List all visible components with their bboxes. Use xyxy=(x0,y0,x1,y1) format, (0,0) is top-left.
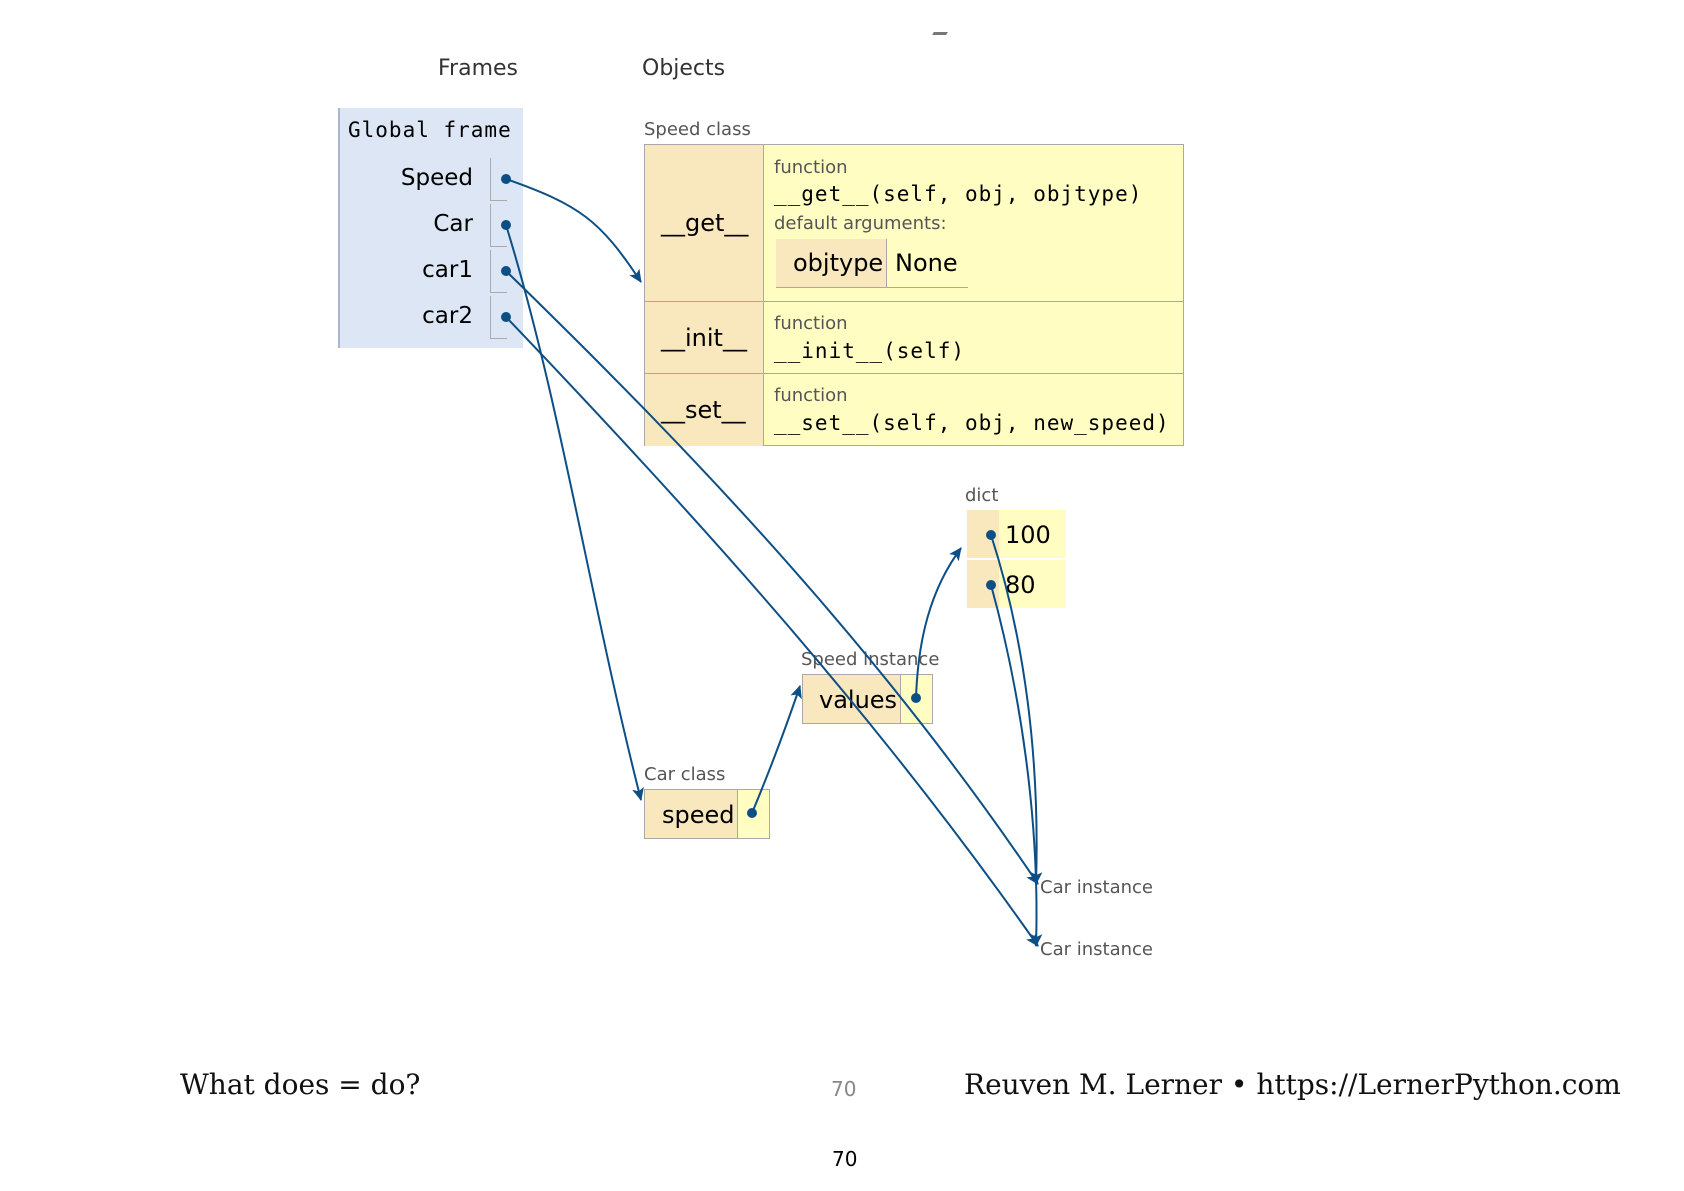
speed-class-label: Speed class xyxy=(644,119,751,140)
objects-header: Objects xyxy=(642,56,726,81)
pointer-dot-values xyxy=(911,693,921,703)
get-method-name: __get__ xyxy=(661,209,749,237)
var-car2: car2 xyxy=(422,303,473,329)
arrow-car1-to-car-instance-1 xyxy=(505,270,1039,885)
pointer-dot-car xyxy=(501,220,511,230)
footer-author: Reuven M. Lerner • https://LernerPython.… xyxy=(964,1068,1621,1101)
arrow-speed-attr-to-speed-instance xyxy=(751,685,802,814)
arrow-car-to-car-class xyxy=(505,224,644,801)
default-value: None xyxy=(895,249,958,277)
dict-value-2: 80 xyxy=(1005,571,1036,599)
arrow-values-to-dict xyxy=(915,547,962,699)
global-frame-title: Global frame xyxy=(348,118,512,142)
speed-instance-box: values xyxy=(802,674,933,724)
set-key-cell xyxy=(645,374,764,446)
set-signature: __set__(self, obj, new_speed) xyxy=(774,411,1170,435)
init-method-name: __init__ xyxy=(661,324,747,352)
set-type: function xyxy=(774,385,848,406)
var-speed-slot xyxy=(490,158,507,201)
var-car2-slot xyxy=(490,296,507,339)
set-method-name: __set__ xyxy=(661,396,746,424)
pointer-dot-80 xyxy=(986,580,996,590)
pointer-dot-car1 xyxy=(501,266,511,276)
dict-label: dict xyxy=(965,485,999,506)
init-row: __init__ function __init__(self) xyxy=(645,301,1183,374)
pointer-dot-speed xyxy=(501,174,511,184)
dict-val-cell-1 xyxy=(999,510,1066,558)
var-car1: car1 xyxy=(422,257,473,283)
arrow-80-to-car-instance xyxy=(990,584,1043,947)
global-frame xyxy=(338,108,523,348)
init-key-cell xyxy=(645,302,764,374)
arrow-100-to-car-instance xyxy=(990,534,1043,885)
get-type: function xyxy=(774,157,848,178)
page-number: 70 xyxy=(832,1147,858,1171)
var-speed: Speed xyxy=(400,165,473,191)
arrow-speed-to-speed-class xyxy=(505,178,642,283)
var-car: Car xyxy=(433,211,473,237)
default-key: objtype xyxy=(793,249,884,277)
footer-title: What does = do? xyxy=(180,1068,421,1101)
car-class-key-cell xyxy=(645,790,738,838)
car-instance-1-label: Car instance xyxy=(1040,877,1153,898)
init-type: function xyxy=(774,313,848,334)
get-key-cell xyxy=(645,145,764,301)
defaults-table: objtype None xyxy=(776,239,968,288)
car-class-attr: speed xyxy=(662,801,735,829)
pointer-dot-speed-attr xyxy=(747,808,757,818)
speed-instance-key-cell xyxy=(803,675,901,723)
pointer-dot-car2 xyxy=(501,312,511,322)
get-defaults-label: default arguments: xyxy=(774,213,947,234)
set-row: __set__ function __set__(self, obj, new_… xyxy=(645,373,1183,446)
car-class-label: Car class xyxy=(644,764,726,785)
footer-page-number: 70 xyxy=(831,1077,857,1101)
var-car1-slot xyxy=(490,250,507,293)
default-key-cell xyxy=(776,239,887,287)
arrow-car2-to-car-instance-2 xyxy=(505,316,1039,947)
pointer-dot-100 xyxy=(986,530,996,540)
get-signature: __get__(self, obj, objtype) xyxy=(774,182,1143,206)
dict-value-1: 100 xyxy=(1005,521,1051,549)
car-class-box: speed xyxy=(644,789,770,839)
frames-header: Frames xyxy=(438,56,519,81)
init-signature: __init__(self) xyxy=(774,339,966,363)
car-instance-2-label: Car instance xyxy=(1040,939,1153,960)
dict-box: 100 80 xyxy=(967,510,1066,608)
speed-class-box: __get__ function __get__(self, obj, objt… xyxy=(644,144,1184,446)
var-car-slot xyxy=(490,204,507,247)
